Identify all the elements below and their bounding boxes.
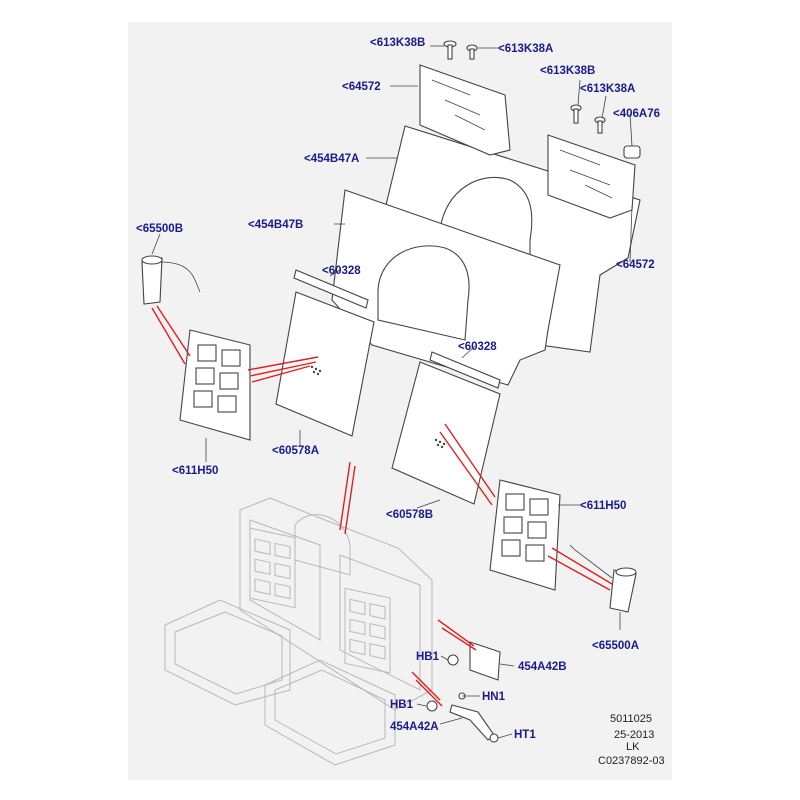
label-454B47B: <454B47B xyxy=(248,219,303,231)
label-611H50-right: <611H50 xyxy=(580,500,626,512)
label-60578B: <60578B xyxy=(386,509,433,521)
label-64572-right: <64572 xyxy=(616,259,655,271)
reference-block: 5011025 25-2013 LK C0237892-03 xyxy=(598,713,665,767)
label-65500B: <65500B xyxy=(136,223,183,235)
assembled-seat-ghost xyxy=(164,497,433,766)
label-60578A: <60578A xyxy=(272,445,319,457)
ref-line-4: C0237892-03 xyxy=(598,755,665,767)
strip-60328-right xyxy=(429,351,501,389)
pad-60578B-texture xyxy=(434,438,446,449)
ghost-frame-right xyxy=(344,587,391,674)
label-HT1: HT1 xyxy=(514,729,536,741)
bracket-64572-left xyxy=(419,64,511,156)
bolt-613K38A-right xyxy=(594,116,606,134)
label-HB1-upper: HB1 xyxy=(416,651,440,663)
label-454B47A: <454B47A xyxy=(304,153,359,165)
pad-60578A-texture xyxy=(310,365,322,376)
label-HN1: HN1 xyxy=(482,691,506,703)
part-labels: <613K38B <613K38A <64572 <613K38B <613K3… xyxy=(136,37,660,741)
bolt-613K38B-top xyxy=(443,40,457,60)
label-613K38B-top: <613K38B xyxy=(370,37,425,49)
bolt-613K38A-top xyxy=(466,44,478,60)
ghost-frame-left xyxy=(249,527,296,609)
lumbar-frame-611H50-left xyxy=(179,329,251,441)
motor-65500A xyxy=(569,544,637,613)
label-611H50-left: <611H50 xyxy=(172,465,218,477)
ref-line-2: 25-2013 xyxy=(614,729,654,741)
label-613K38B-right: <613K38B xyxy=(540,65,595,77)
pad-60578A xyxy=(275,291,375,437)
label-65500A: <65500A xyxy=(592,640,639,652)
label-613K38A-top: <613K38A xyxy=(498,43,553,55)
ref-line-1: 5011025 xyxy=(610,713,652,725)
bracket-454A42A xyxy=(426,692,499,743)
callout-lines xyxy=(151,305,613,707)
bracket-64572-right xyxy=(547,134,636,219)
label-613K38A-right: <613K38A xyxy=(580,83,635,95)
bolt-613K38B-right xyxy=(570,104,582,124)
clip-406A76 xyxy=(623,145,641,159)
pad-60578B xyxy=(391,361,501,505)
strip-60328-left xyxy=(293,269,369,309)
head-cushion-lower xyxy=(377,245,470,341)
ref-line-3: LK xyxy=(626,741,640,753)
label-60328-right: <60328 xyxy=(458,341,497,353)
label-64572-left: <64572 xyxy=(342,81,381,93)
label-406A76: <406A76 xyxy=(613,108,660,120)
leader-lines xyxy=(151,45,633,739)
motor-65500B xyxy=(141,255,201,305)
label-60328-left: <60328 xyxy=(322,265,361,277)
label-HB1-lower: HB1 xyxy=(390,699,414,711)
label-454A42B: 454A42B xyxy=(518,661,567,673)
label-454A42A: 454A42A xyxy=(390,721,439,733)
lumbar-frame-611H50-right xyxy=(489,479,561,591)
bracket-454A42B xyxy=(447,641,501,681)
